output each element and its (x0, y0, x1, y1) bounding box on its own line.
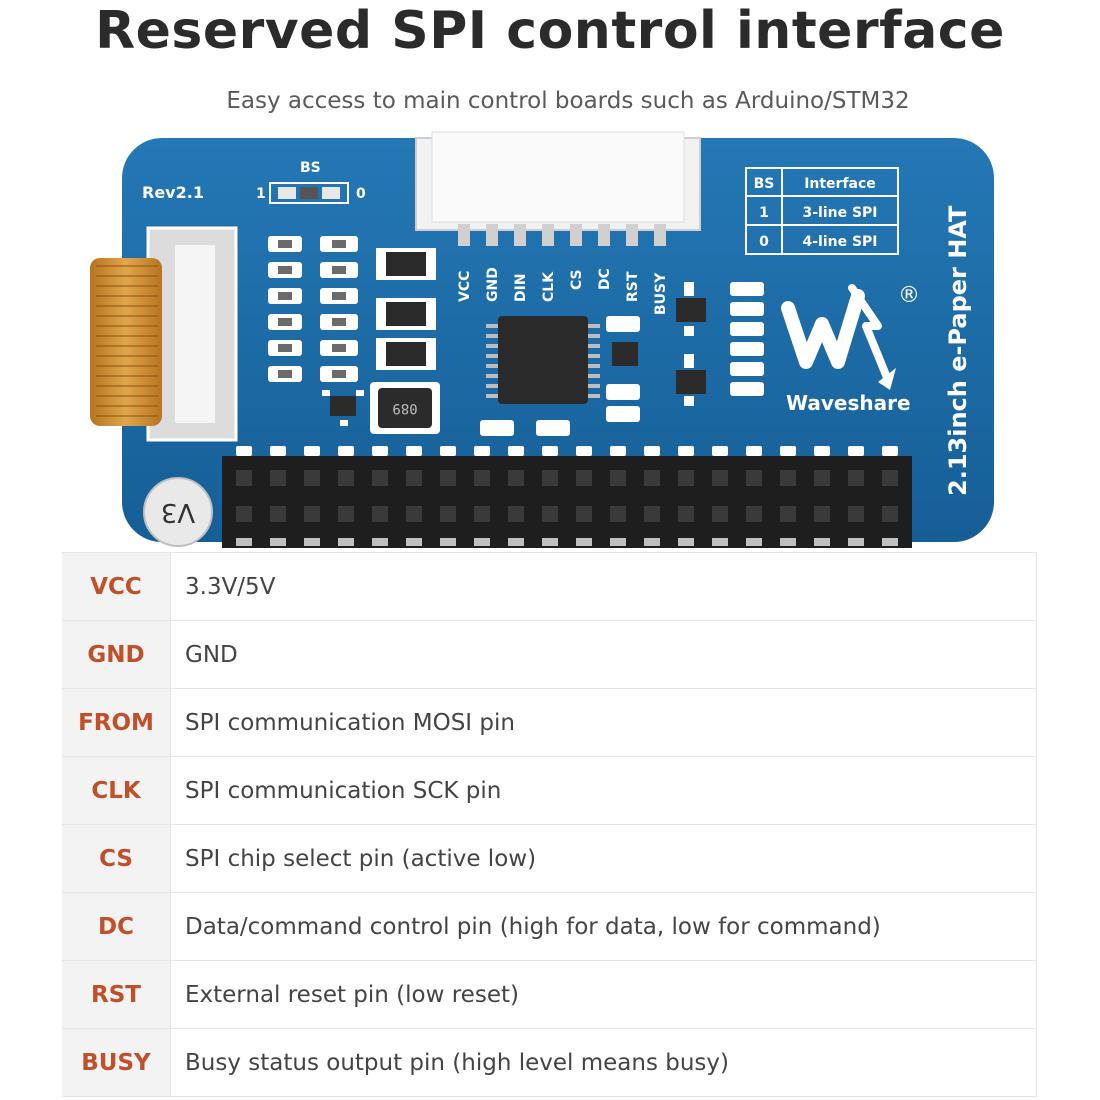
table-row: RST External reset pin (low reset) (62, 960, 1037, 1029)
fpc-ribbon (90, 258, 162, 426)
conn-label-vcc: VCC (457, 271, 473, 302)
pin-description: GND (170, 620, 1037, 689)
pin-description: SPI chip select pin (active low) (170, 824, 1037, 893)
conn-label-dc: DC (597, 268, 613, 290)
pin-name: BUSY (62, 1028, 171, 1097)
pin-name: VCC (62, 552, 171, 621)
product-name: 2.13inch e-Paper HAT (944, 205, 972, 496)
bs-jumper (269, 182, 349, 204)
conn-label-din: DIN (513, 273, 529, 302)
passive-components-right (730, 282, 764, 396)
table-row: FROM SPI communication MOSI pin (62, 688, 1037, 757)
main-ic (498, 316, 588, 404)
version-badge-text: V3 (161, 497, 195, 527)
pin-name: DC (62, 892, 171, 961)
table-row: CS SPI chip select pin (active low) (62, 824, 1037, 893)
pin-name: FROM (62, 688, 171, 757)
pin-name: GND (62, 620, 171, 689)
bs-jumper-one: 1 (256, 186, 266, 202)
pin-description: SPI communication MOSI pin (170, 688, 1037, 757)
pin-description-table: VCC 3.3V/5V GND GND FROM SPI communicati… (62, 552, 1037, 1097)
gpio-pin-header (222, 456, 912, 548)
pin-name: RST (62, 960, 171, 1029)
conn-label-clk: CLK (541, 271, 557, 302)
table-row: BUSY Busy status output pin (high level … (62, 1028, 1037, 1097)
bs-jumper-zero: 0 (356, 186, 366, 202)
connector-pin-labels: VCC GND DIN CLK CS DC RST BUSY (457, 267, 669, 315)
pin-description: Data/command control pin (high for data,… (170, 892, 1037, 961)
page-subtitle: Easy access to main control boards such … (226, 88, 910, 114)
bs-table-header-interface: Interface (804, 176, 876, 192)
bs-jumper-label: BS (300, 160, 321, 176)
inductor-marking: 089 (392, 400, 417, 416)
bs-table-row2-interface: 4-line SPI (802, 234, 877, 250)
brand-name: Waveshare (786, 391, 911, 415)
table-row: CLK SPI communication SCK pin (62, 756, 1037, 825)
pin-name: CLK (62, 756, 171, 825)
conn-label-rst: RST (625, 271, 641, 302)
page-title: Reserved SPI control interface (95, 1, 1005, 61)
board-revision: Rev2.1 (142, 183, 204, 202)
pin-description: External reset pin (low reset) (170, 960, 1037, 1029)
waveshare-logo-icon (781, 284, 896, 390)
conn-label-cs: CS (569, 269, 585, 290)
pin-description: Busy status output pin (high level means… (170, 1028, 1037, 1097)
conn-label-busy: BUSY (653, 272, 669, 315)
pin-description: 3.3V/5V (170, 552, 1037, 621)
table-row: GND GND (62, 620, 1037, 689)
table-row: DC Data/command control pin (high for da… (62, 892, 1037, 961)
bs-table-row1-bs: 1 (759, 205, 769, 221)
bs-table-row1-interface: 3-line SPI (802, 205, 877, 221)
conn-label-gnd: GND (485, 267, 501, 302)
pin-name: CS (62, 824, 171, 893)
version-badge: V3 (143, 477, 213, 547)
registered-mark: ® (898, 283, 920, 308)
bs-interface-table: BS Interface 1 3-line SPI 0 4-line SPI (745, 167, 899, 255)
board-illustration: Rev2.1 BS 1 0 (0, 130, 1100, 550)
bs-table-row2-bs: 0 (759, 234, 769, 250)
bs-table-header-bs: BS (754, 176, 775, 192)
table-row: VCC 3.3V/5V (62, 552, 1037, 621)
pin-description: SPI communication SCK pin (170, 756, 1037, 825)
diodes (376, 248, 436, 370)
